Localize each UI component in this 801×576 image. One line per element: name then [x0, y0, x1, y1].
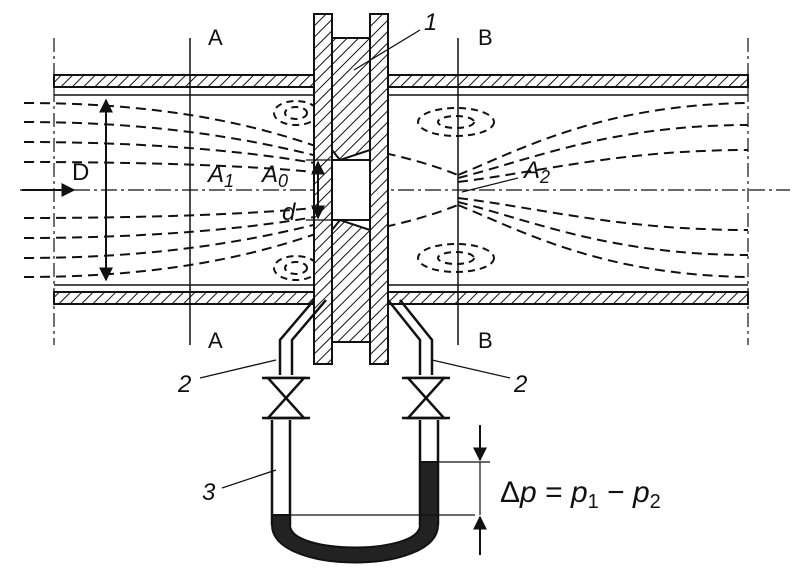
label-pipe-diameter: D: [72, 159, 89, 186]
pipe-top-wall: [53, 74, 315, 88]
eddies: [273, 100, 495, 281]
dimension-arrows: [22, 98, 487, 555]
label-area-2: A2: [522, 157, 550, 187]
valve-right-icon: [402, 376, 450, 420]
label-area-1: A1: [206, 161, 234, 191]
orifice-plate: [313, 13, 389, 365]
label-section-b-bottom: B: [478, 328, 493, 353]
pipe-bottom-wall: [53, 291, 315, 305]
callout-valve-right: 2: [513, 371, 527, 398]
pipe-top-wall-right: [387, 74, 749, 88]
u-tube-manometer: [270, 420, 490, 564]
callout-manometer: 3: [202, 479, 216, 506]
leader-lines: [199, 29, 519, 489]
pipe-bottom-wall-right: [387, 291, 749, 305]
manometer-fluid: [271, 461, 439, 564]
valve-left-icon: [262, 376, 310, 420]
orifice-opening: [331, 159, 371, 221]
label-section-b-top: B: [478, 25, 493, 50]
pipe: [53, 38, 749, 345]
plate-lower: [331, 218, 371, 343]
flange-right: [369, 13, 389, 365]
label-area-0: A0: [260, 161, 288, 191]
pressure-taps: [278, 299, 434, 375]
label-section-a-top: A: [208, 25, 223, 50]
label-pressure-difference: Δp = p1 − p2: [500, 476, 661, 513]
plate-upper: [331, 37, 371, 162]
label-orifice-diameter: d: [282, 199, 296, 226]
callout-valve-left: 2: [177, 371, 191, 398]
callout-orifice-plate: 1: [424, 9, 437, 36]
label-section-a-bottom: A: [208, 328, 223, 353]
